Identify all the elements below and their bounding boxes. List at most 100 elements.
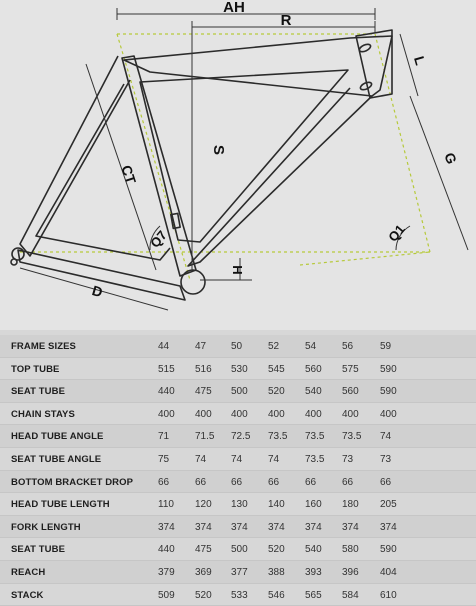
s-label: S [210, 145, 227, 155]
cell-value: 73.5 [342, 431, 362, 443]
cell-value: 590 [380, 386, 397, 398]
cell-value: 71 [158, 431, 170, 443]
cell-value: 73 [342, 453, 354, 465]
cell-value: 393 [305, 566, 322, 578]
cell-value: 110 [158, 499, 174, 511]
cell-value: 377 [231, 566, 248, 578]
row-label: TOP TUBE [11, 363, 60, 375]
cell-value: 130 [231, 499, 248, 511]
row-label: SEAT TUBE ANGLE [11, 453, 102, 465]
l-label: L [411, 54, 429, 67]
row-label: SEAT TUBE [11, 544, 66, 556]
cell-value: 374 [231, 521, 248, 533]
cell-value: 560 [305, 363, 322, 375]
cell-value: 71.5 [195, 431, 215, 443]
geometry-table: FRAME SIZES 44 47 50 52 54 56 59 TOP TUB… [0, 335, 476, 606]
table-row: HEAD TUBE ANGLE 71 71.5 72.5 73.5 73.5 7… [0, 425, 476, 448]
cell-value: 565 [305, 589, 322, 601]
cell-value: 500 [231, 386, 248, 398]
cell-value: 400 [195, 408, 212, 420]
cell-value: 475 [195, 386, 212, 398]
cell-value: 44 [158, 341, 170, 352]
cell-value: 590 [380, 363, 397, 375]
cell-value: 66 [305, 476, 317, 488]
cell-value: 400 [305, 408, 322, 420]
cell-value: 180 [342, 499, 359, 511]
ct-label: CT [118, 163, 139, 186]
cell-value: 500 [231, 544, 248, 556]
row-label: HEAD TUBE ANGLE [11, 431, 104, 443]
cell-value: 575 [342, 363, 359, 375]
row-label: REACH [11, 566, 46, 578]
cell-value: 590 [380, 544, 397, 556]
g-label: G [441, 150, 460, 166]
cell-value: 404 [380, 566, 397, 578]
dimension-lines [19, 8, 469, 311]
cell-value: 396 [342, 566, 359, 578]
cell-value: 66 [342, 476, 354, 488]
table-row: FORK LENGTH 374 374 374 374 374 374 374 [0, 515, 476, 539]
cell-value: 374 [342, 521, 359, 533]
cell-value: 205 [380, 499, 397, 511]
table-row: CHAIN STAYS 400 400 400 400 400 400 400 [0, 403, 476, 426]
cell-value: 580 [342, 544, 359, 556]
cell-value: 520 [195, 589, 212, 601]
cell-value: 545 [268, 363, 285, 375]
row-label: CHAIN STAYS [11, 408, 75, 420]
cell-value: 66 [195, 476, 207, 488]
cell-value: 440 [158, 544, 175, 556]
h-label: H [230, 265, 245, 274]
cell-value: 540 [305, 386, 322, 398]
row-label: FORK LENGTH [11, 521, 81, 533]
cell-value: 73.5 [305, 431, 325, 443]
cell-value: 509 [158, 589, 175, 601]
cell-value: 66 [158, 476, 170, 488]
cell-value: 140 [268, 499, 285, 511]
cell-value: 546 [268, 589, 285, 601]
table-row: HEAD TUBE LENGTH 110 120 130 140 160 180… [0, 493, 476, 516]
q7-label: Q7 [147, 228, 170, 251]
cell-value: 610 [380, 589, 397, 601]
frame-geometry-diagram: AH R L G S CT Q7 Q1 H D [0, 0, 476, 330]
cell-value: 400 [231, 408, 248, 420]
row-label: FRAME SIZES [11, 341, 76, 352]
cell-value: 50 [231, 341, 243, 352]
cell-value: 120 [195, 499, 212, 511]
table-row: STACK 509 520 533 546 565 584 610 [0, 584, 476, 606]
cell-value: 73.5 [305, 453, 325, 465]
cell-value: 74 [268, 453, 280, 465]
cell-value: 540 [305, 544, 322, 556]
cell-value: 520 [268, 544, 285, 556]
row-label: BOTTOM BRACKET DROP [11, 476, 134, 488]
cell-value: 160 [305, 499, 322, 511]
cell-value: 374 [268, 521, 285, 533]
cell-value: 75 [158, 453, 170, 465]
cell-value: 400 [158, 408, 175, 420]
table-row: REACH 379 369 377 388 393 396 404 [0, 560, 476, 584]
table-row: SEAT TUBE 440 475 500 520 540 560 590 [0, 380, 476, 403]
cell-value: 530 [231, 363, 248, 375]
cell-value: 560 [342, 386, 359, 398]
cell-value: 374 [305, 521, 322, 533]
cell-value: 74 [231, 453, 243, 465]
cell-value: 73.5 [268, 431, 288, 443]
bike-frame [10, 29, 393, 301]
cell-value: 74 [380, 431, 392, 443]
cell-value: 374 [195, 521, 212, 533]
cell-value: 74 [195, 453, 207, 465]
table-row: SEAT TUBE ANGLE 75 74 74 74 73.5 73 73 [0, 448, 476, 471]
cell-value: 66 [268, 476, 280, 488]
cell-value: 47 [195, 341, 207, 352]
row-label: STACK [11, 589, 44, 601]
cell-value: 400 [268, 408, 285, 420]
cell-value: 66 [231, 476, 243, 488]
table-row: FRAME SIZES 44 47 50 52 54 56 59 [0, 335, 476, 358]
cell-value: 584 [342, 589, 359, 601]
cell-value: 369 [195, 566, 212, 578]
cell-value: 516 [195, 363, 212, 375]
row-label: HEAD TUBE LENGTH [11, 499, 110, 511]
cell-value: 72.5 [231, 431, 251, 443]
r-label: R [281, 12, 292, 29]
cell-value: 440 [158, 386, 175, 398]
row-label: SEAT TUBE [11, 386, 66, 398]
